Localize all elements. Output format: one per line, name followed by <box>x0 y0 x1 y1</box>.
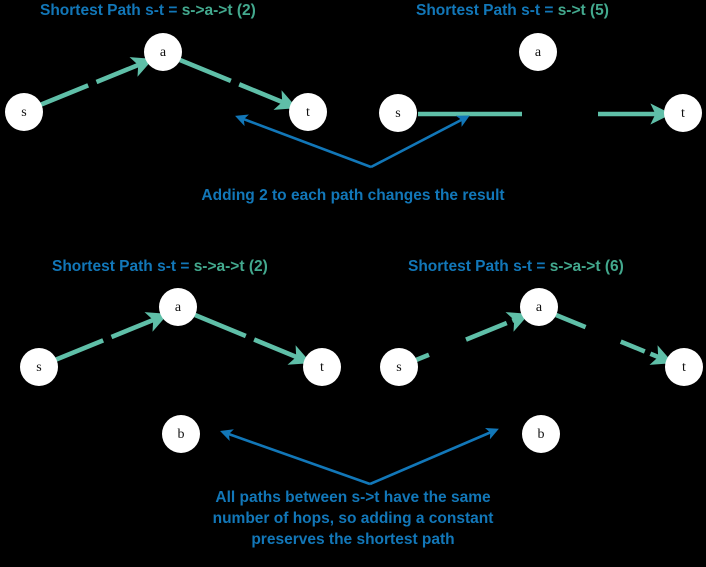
node-circle <box>20 348 58 386</box>
node-circle <box>5 93 43 131</box>
callout-arrow-middle-left <box>235 114 372 169</box>
node-b-bottom-right[interactable]: b <box>522 415 560 453</box>
node-label: t <box>681 106 685 121</box>
node-label: t <box>682 360 686 375</box>
node-label: s <box>396 360 401 375</box>
node-label: s <box>36 360 41 375</box>
node-circle <box>664 94 702 132</box>
node-circle <box>162 415 200 453</box>
panel-title-path: s->a->t (2) <box>193 258 268 275</box>
node-label: s <box>21 105 26 120</box>
node-circle <box>522 415 560 453</box>
node-a-bottom-right[interactable]: a <box>520 288 558 326</box>
panel-title-path: s->a->t (6) <box>549 258 624 275</box>
edges-bottom-right <box>415 312 674 365</box>
edge-s-a-top-left <box>39 57 154 108</box>
annotation-middle: Adding 2 to each path changes the result <box>201 187 505 204</box>
node-circle <box>303 348 341 386</box>
node-label: s <box>395 106 400 121</box>
node-label: b <box>178 427 185 442</box>
node-a-top-right[interactable]: a <box>519 33 557 71</box>
node-s-top-right[interactable]: s <box>379 94 417 132</box>
nodes-bottom-left: s a t b <box>20 288 341 453</box>
node-circle <box>379 94 417 132</box>
panel-title-top-right: Shortest Path s-t = s->t (5) <box>416 2 609 20</box>
nodes-top-left: s a t <box>5 33 327 131</box>
callout-arrow-bottom-right <box>369 427 499 486</box>
edge-s-a-bottom-left <box>54 312 169 363</box>
node-circle <box>520 288 558 326</box>
node-circle <box>159 288 197 326</box>
node-s-top-left[interactable]: s <box>5 93 43 131</box>
panel-title-prefix: Shortest Path s-t = <box>416 2 558 19</box>
node-circle <box>665 348 703 386</box>
edge-s-a-bottom-right <box>415 312 530 363</box>
annotation-bottom: All paths between s->t have the same num… <box>212 489 494 548</box>
edge-a-t-bottom-right <box>555 312 674 365</box>
edge-a-t-top-left <box>179 57 298 110</box>
node-a-top-left[interactable]: a <box>144 33 182 71</box>
nodes-top-right: s a t <box>379 33 702 132</box>
panel-title-prefix: Shortest Path s-t = <box>408 258 550 275</box>
node-circle <box>289 93 327 131</box>
panel-title-prefix: Shortest Path s-t = <box>52 258 194 275</box>
edges-bottom-left <box>54 312 312 365</box>
edge-a-t-bottom-left <box>194 312 312 365</box>
node-circle <box>519 33 557 71</box>
node-s-bottom-left[interactable]: s <box>20 348 58 386</box>
panel-title-top-left: Shortest Path s-t = s->a->t (2) <box>40 2 256 20</box>
callout-arrow-bottom-left <box>220 429 371 486</box>
node-label: t <box>320 360 324 375</box>
node-circle <box>144 33 182 71</box>
node-b-bottom-left[interactable]: b <box>162 415 200 453</box>
panel-title-prefix: Shortest Path s-t = <box>40 2 182 19</box>
node-label: a <box>175 300 182 315</box>
panel-title-path: s->t (5) <box>557 2 609 19</box>
node-label: a <box>160 45 167 60</box>
node-s-bottom-right[interactable]: s <box>380 348 418 386</box>
panel-title-bottom-left: Shortest Path s-t = s->a->t (2) <box>52 258 268 276</box>
node-t-bottom-right[interactable]: t <box>665 348 703 386</box>
node-circle <box>380 348 418 386</box>
node-label: b <box>538 427 545 442</box>
node-label: t <box>306 105 310 120</box>
node-t-top-right[interactable]: t <box>664 94 702 132</box>
node-label: a <box>536 300 543 315</box>
node-t-bottom-left[interactable]: t <box>303 348 341 386</box>
panel-title-bottom-right: Shortest Path s-t = s->a->t (6) <box>408 258 624 276</box>
nodes-bottom-right: s a t b <box>380 288 703 453</box>
node-a-bottom-left[interactable]: a <box>159 288 197 326</box>
panel-title-path: s->a->t (2) <box>181 2 256 19</box>
edges-top-left <box>39 57 298 110</box>
callout-arrow-middle-right <box>370 115 470 169</box>
node-t-top-left[interactable]: t <box>289 93 327 131</box>
callout-arrows-bottom <box>220 427 499 486</box>
callout-arrows-middle <box>235 114 470 169</box>
node-label: a <box>535 45 542 60</box>
